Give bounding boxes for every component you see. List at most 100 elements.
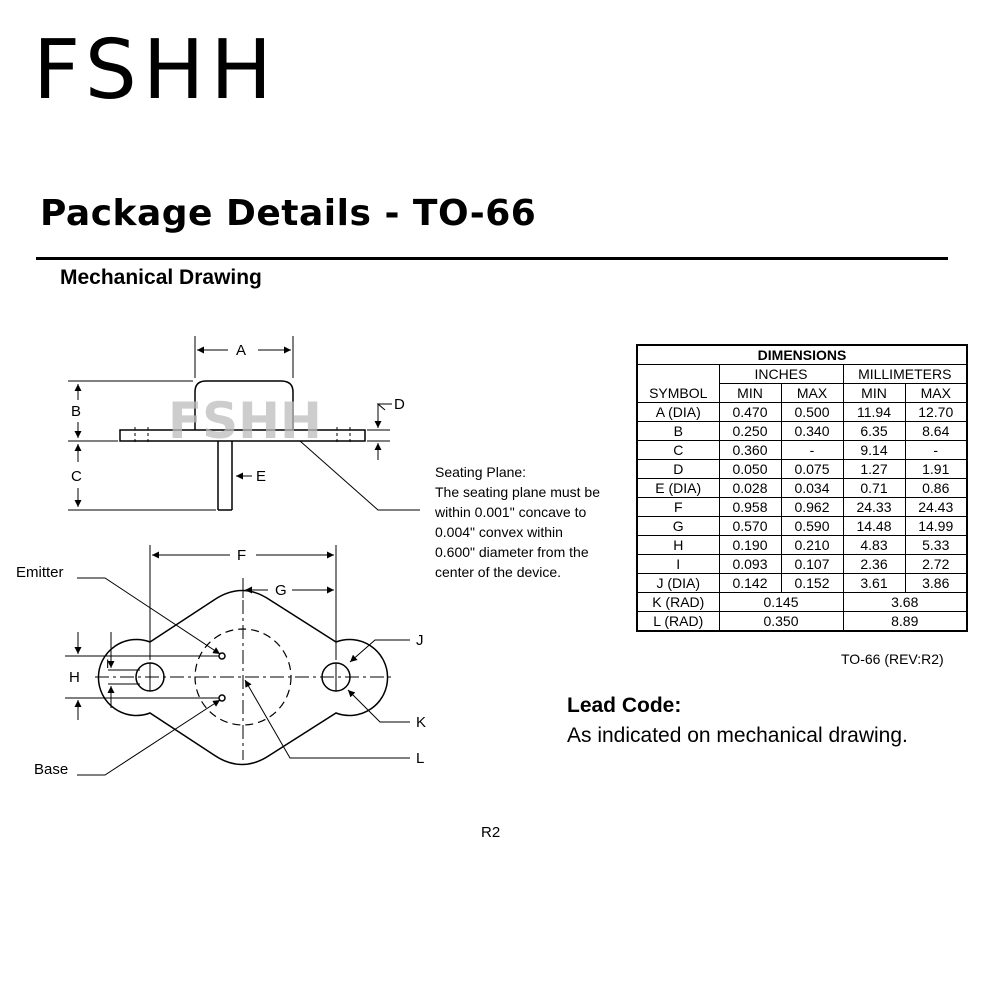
table-cell: 9.14 [842, 440, 906, 460]
table-cell: 0.107 [780, 554, 844, 574]
seating-plane-line: 0.004" convex within [435, 524, 563, 540]
flange [119, 429, 366, 442]
seating-plane-line: The seating plane must be [435, 484, 600, 500]
header-min: MIN [842, 383, 906, 403]
group-header-inches: INCHES [718, 364, 844, 384]
table-cell: 1.27 [842, 459, 906, 479]
table-cell: 11.94 [842, 402, 906, 422]
label-emitter: Emitter [16, 564, 64, 581]
table-cell: 0.142 [718, 573, 782, 593]
label-b: B [71, 403, 81, 420]
seating-plane-line: center of the device. [435, 564, 562, 580]
table-cell: 4.83 [842, 535, 906, 555]
can-body [194, 380, 294, 430]
table-cell: 24.33 [842, 497, 906, 517]
table-cell: 0.590 [780, 516, 844, 536]
header-max: MAX [780, 383, 844, 403]
table-cell: 14.48 [842, 516, 906, 536]
table-cell: L (RAD) [636, 611, 720, 632]
table-cell: 3.61 [842, 573, 906, 593]
label-base: Base [34, 761, 68, 778]
table-cell: 3.86 [904, 573, 968, 593]
watermark: FSHH [168, 392, 322, 450]
table-cell: 0.962 [780, 497, 844, 517]
table-cell: 0.190 [718, 535, 782, 555]
table-cell: 8.64 [904, 421, 968, 441]
table-cell: 0.152 [780, 573, 844, 593]
table-cell: K (RAD) [636, 592, 720, 612]
table-cell: J (DIA) [636, 573, 720, 593]
revision-label: TO-66 (REV:R2) [841, 651, 944, 667]
group-header-mm: MILLIMETERS [842, 364, 968, 384]
table-cell: 0.050 [718, 459, 782, 479]
label-c: C [71, 468, 82, 485]
label-d: D [394, 396, 405, 413]
label-g: G [275, 582, 287, 599]
brand-logo: FSHH [33, 23, 279, 118]
mounting-hole-right [321, 662, 351, 692]
table-cell: E (DIA) [636, 478, 720, 498]
header-min: MIN [718, 383, 782, 403]
table-cell: D [636, 459, 720, 479]
table-cell: 0.958 [718, 497, 782, 517]
label-h: H [69, 669, 80, 686]
table-cell: 0.350 [718, 611, 844, 632]
label-f: F [237, 547, 246, 564]
table-title: DIMENSIONS [636, 344, 968, 365]
table-cell: 0.075 [780, 459, 844, 479]
label-i: I [106, 657, 109, 671]
table-cell: 0.250 [718, 421, 782, 441]
can-outline [194, 628, 292, 726]
mounting-hole-left [135, 662, 165, 692]
table-cell: I [636, 554, 720, 574]
table-cell: 0.210 [780, 535, 844, 555]
table-cell: 0.093 [718, 554, 782, 574]
header-symbol: SYMBOL [636, 383, 720, 403]
table-cell: 1.91 [904, 459, 968, 479]
title-divider [36, 257, 948, 260]
table-cell: 0.028 [718, 478, 782, 498]
table-cell: C [636, 440, 720, 460]
table-cell: 0.360 [718, 440, 782, 460]
seating-plane-title: Seating Plane: [435, 464, 527, 480]
label-k: K [416, 714, 426, 731]
table-cell: 0.034 [780, 478, 844, 498]
table-cell: 0.86 [904, 478, 968, 498]
table-cell: 0.340 [780, 421, 844, 441]
table-cell: 24.43 [904, 497, 968, 517]
flange-outline [97, 589, 389, 766]
lead-code-text: As indicated on mechanical drawing. [567, 724, 908, 747]
table-cell: 0.145 [718, 592, 844, 612]
label-l: L [416, 750, 424, 767]
table-cell: A (DIA) [636, 402, 720, 422]
table-cell: 2.36 [842, 554, 906, 574]
table-cell: H [636, 535, 720, 555]
lead-code-title: Lead Code: [567, 694, 682, 717]
section-title: Mechanical Drawing [60, 266, 262, 289]
header-max: MAX [904, 383, 968, 403]
table-cell: F [636, 497, 720, 517]
table-cell: 0.500 [780, 402, 844, 422]
footer-revision: R2 [481, 824, 501, 841]
seating-plane-line: 0.600" diameter from the [435, 544, 589, 560]
table-cell: 14.99 [904, 516, 968, 536]
table-cell: 6.35 [842, 421, 906, 441]
table-cell: 8.89 [842, 611, 968, 632]
table-cell: - [780, 440, 844, 460]
page-title: Package Details - TO-66 [40, 193, 537, 234]
seating-plane-line: within 0.001" concave to [435, 504, 587, 520]
table-cell: 2.72 [904, 554, 968, 574]
table-cell: 5.33 [904, 535, 968, 555]
label-a: A [236, 342, 246, 359]
